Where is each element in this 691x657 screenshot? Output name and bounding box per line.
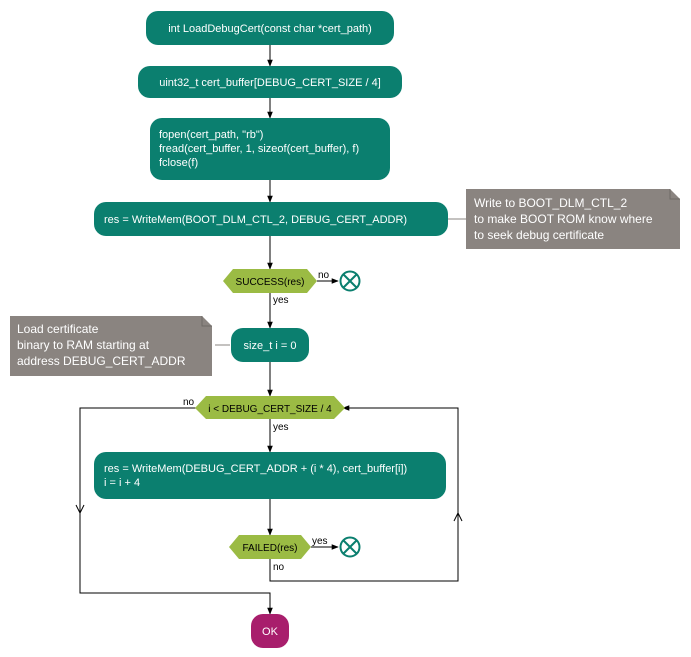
- edge-d3-loopback: [269, 405, 459, 582]
- node-n4-label: res = WriteMem(BOOT_DLM_CTL_2, DEBUG_CER…: [104, 214, 407, 226]
- node-n1: int LoadDebugCert(const char *cert_path): [146, 11, 394, 45]
- note-1-line-1: Write to BOOT_DLM_CTL_2: [474, 196, 627, 210]
- node-ok: OK: [251, 614, 289, 648]
- decision-d2: i < DEBUG_CERT_SIZE / 4: [195, 396, 345, 419]
- node-n6-line-2: i = i + 4: [104, 477, 140, 489]
- node-n3-line-1: fopen(cert_path, "rb"): [159, 129, 263, 141]
- node-n3-line-3: fclose(f): [159, 157, 198, 169]
- note-1-line-3: to seek debug certificate: [474, 228, 604, 242]
- end-icon-1: [339, 270, 361, 292]
- edge-label-d1-no: no: [318, 270, 330, 281]
- edge-label-d1-yes: yes: [273, 295, 289, 306]
- decision-d3: FAILED(res): [229, 535, 311, 559]
- node-ok-label: OK: [262, 626, 279, 638]
- note-1-line-2: to make BOOT ROM know where: [474, 212, 653, 226]
- edge-label-d2-no: no: [183, 397, 195, 408]
- node-n5-label: size_t i = 0: [244, 340, 297, 352]
- edge-label-d3-yes: yes: [312, 536, 328, 547]
- node-n3: fopen(cert_path, "rb") fread(cert_buffer…: [150, 118, 390, 180]
- edges: [75, 45, 466, 615]
- node-n5: size_t i = 0: [231, 328, 309, 362]
- node-n1-label: int LoadDebugCert(const char *cert_path): [168, 23, 372, 35]
- note-1: Write to BOOT_DLM_CTL_2 to make BOOT ROM…: [466, 189, 680, 249]
- edge-loopback-arrow: [453, 511, 463, 522]
- node-n2: uint32_t cert_buffer[DEBUG_CERT_SIZE / 4…: [138, 66, 402, 98]
- decision-d2-label: i < DEBUG_CERT_SIZE / 4: [208, 404, 332, 415]
- node-n3-line-2: fread(cert_buffer, 1, sizeof(cert_buffer…: [159, 143, 359, 155]
- edge-exit-arrow: [75, 504, 85, 515]
- note-2-line-2: binary to RAM starting at: [17, 338, 150, 352]
- node-n4: res = WriteMem(BOOT_DLM_CTL_2, DEBUG_CER…: [94, 202, 448, 236]
- edge-d2-exit: [79, 407, 273, 615]
- end-icon-2: [339, 536, 361, 558]
- node-n2-label: uint32_t cert_buffer[DEBUG_CERT_SIZE / 4…: [159, 77, 381, 89]
- decision-d1: SUCCESS(res): [223, 269, 317, 293]
- note-2-line-1: Load certificate: [17, 322, 99, 336]
- edge-label-d2-yes: yes: [273, 422, 289, 433]
- node-n6: res = WriteMem(DEBUG_CERT_ADDR + (i * 4)…: [94, 452, 446, 499]
- decision-d1-label: SUCCESS(res): [236, 277, 305, 288]
- note-2: Load certificate binary to RAM starting …: [10, 316, 212, 376]
- node-n6-line-1: res = WriteMem(DEBUG_CERT_ADDR + (i * 4)…: [104, 463, 407, 475]
- decision-d3-label: FAILED(res): [242, 543, 297, 554]
- note-2-line-3: address DEBUG_CERT_ADDR: [17, 354, 186, 368]
- edge-label-d3-no: no: [273, 562, 285, 573]
